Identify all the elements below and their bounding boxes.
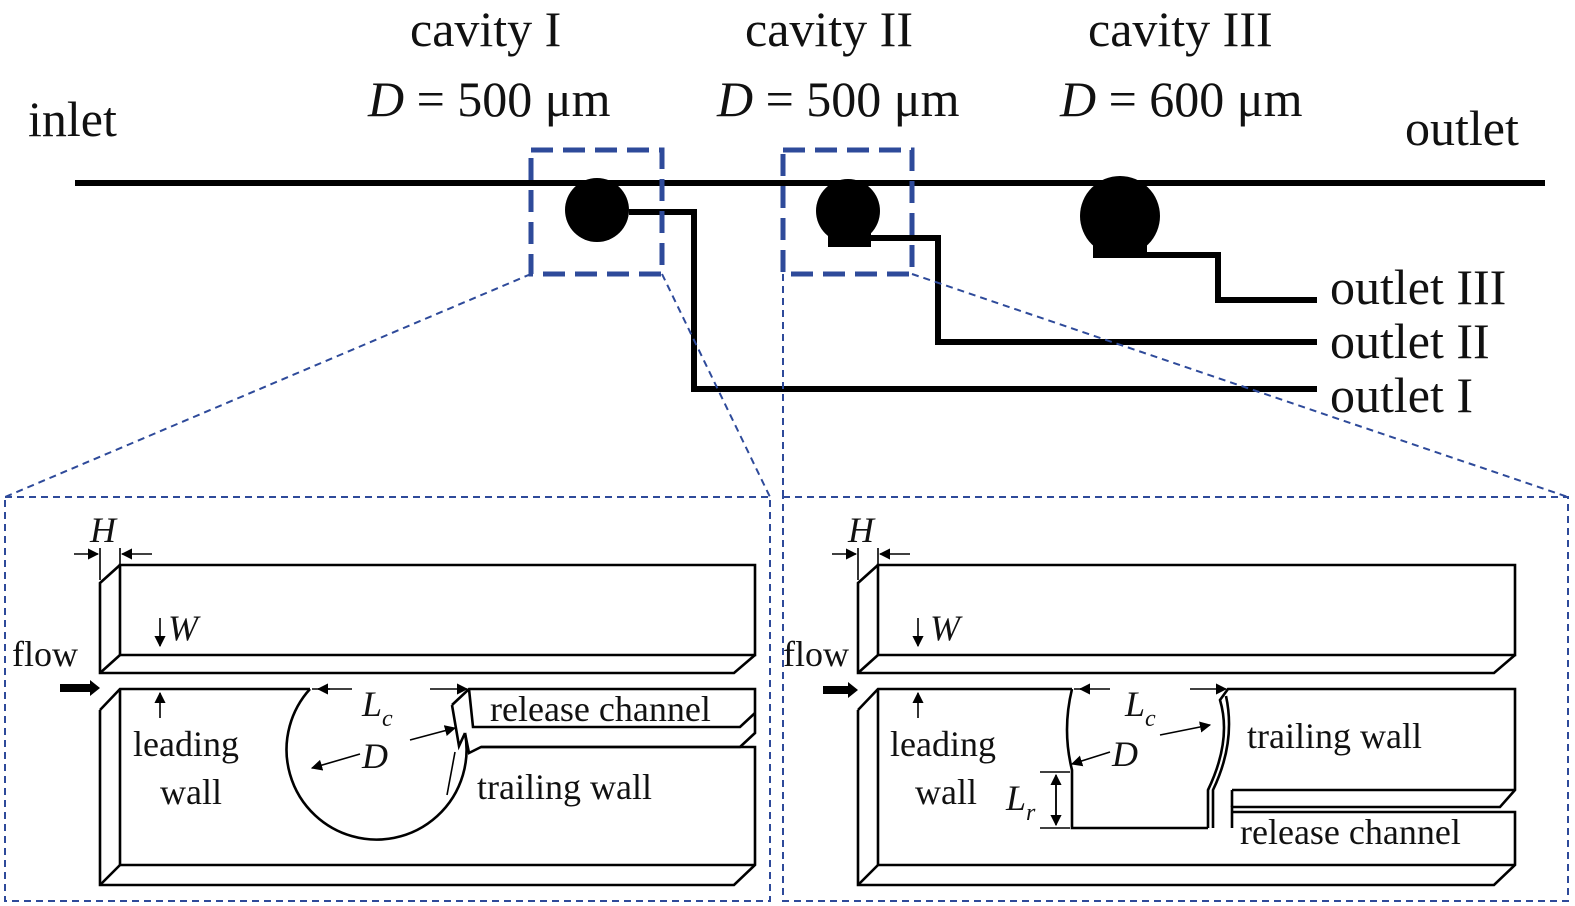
outlet-1-label: outlet I (1330, 367, 1473, 423)
cavity-3-shape (1080, 176, 1160, 258)
detail-panel-cavity-1: H W flow leading wall Lc D release chann… (4, 496, 771, 902)
label-Lc-right: Lc (1124, 684, 1156, 732)
panel-left-frame (4, 496, 771, 902)
label-W-right: W (930, 608, 963, 648)
label-Lr-right: Lr (1005, 778, 1036, 826)
cavity-wall-left-right (1065, 688, 1208, 830)
label-flow-left: flow (12, 634, 78, 674)
cavity-1-title: cavity I (410, 1, 561, 57)
outlet-3-channel (1147, 252, 1317, 303)
outlet-3-label: outlet III (1330, 259, 1506, 315)
inlet-label: inlet (28, 91, 117, 147)
zoom-box-cavity-2 (780, 147, 915, 277)
top-schematic: inlet outlet cavity I D = 500 μm cavity … (4, 1, 1569, 498)
cavity-2-shape (816, 179, 880, 247)
label-Lc-left: Lc (361, 684, 393, 732)
label-H-left: H (89, 510, 118, 550)
label-leading-right: leading (890, 724, 996, 764)
label-trailing-right: trailing wall (1247, 716, 1422, 756)
zoom-line-left-a (4, 273, 532, 498)
label-wall-right: wall (915, 772, 977, 812)
label-D-left: D (361, 736, 388, 776)
label-leading-left: leading (133, 724, 239, 764)
label-H-right: H (847, 510, 876, 550)
lower-wall-block (98, 687, 757, 887)
upper-wall-block (98, 563, 757, 675)
label-flow-right: flow (783, 634, 849, 674)
label-trailing-left: trailing wall (477, 767, 652, 807)
cavity-1-shape (565, 178, 629, 242)
label-release-right: release channel (1240, 812, 1461, 852)
panel-right-frame (782, 496, 1569, 902)
upper-wall-block-right (856, 563, 1517, 675)
cavity-2-diameter: D = 500 μm (716, 71, 960, 127)
detail-panel-cavity-2: H W flow leading wall Lc D Lr trailing w… (782, 496, 1569, 902)
label-wall-left: wall (160, 772, 222, 812)
cavity-3-title: cavity III (1088, 1, 1273, 57)
outlet-label: outlet (1405, 100, 1519, 156)
outlet-2-channel (871, 235, 1317, 345)
outlet-1-channel (629, 209, 1317, 392)
label-release-left: release channel (490, 689, 711, 729)
cavity-3-diameter: D = 600 μm (1059, 71, 1303, 127)
zoom-line-right-b (911, 273, 1569, 498)
label-D-right: D (1111, 734, 1138, 774)
zoom-box-cavity-1 (528, 147, 665, 277)
label-W-left: W (168, 608, 201, 648)
cavity-arc-left (285, 688, 468, 841)
cavity-1-diameter: D = 500 μm (367, 71, 611, 127)
zoom-line-left-b (661, 273, 771, 498)
outlet-2-label: outlet II (1330, 313, 1490, 369)
cavity-2-title: cavity II (745, 1, 913, 57)
lower-wall-block-right (856, 687, 1517, 887)
